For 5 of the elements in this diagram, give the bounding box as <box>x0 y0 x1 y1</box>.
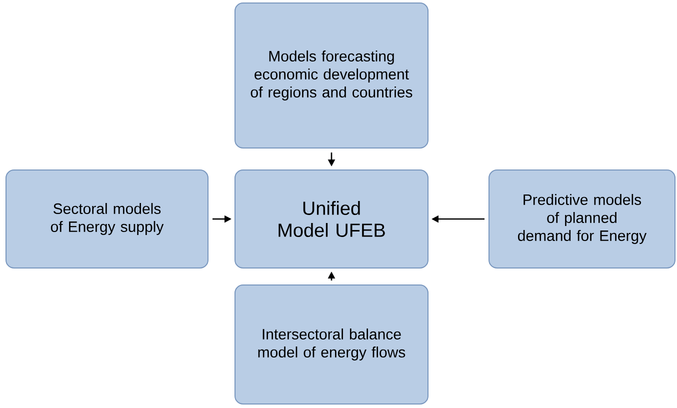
model-box: Predictive models of planned demand for Energy <box>488 170 676 268</box>
model-box: Unified Model UFEB <box>234 170 428 268</box>
model-box: Models forecasting economic development of regions and countries <box>234 2 428 148</box>
model-box: Intersectoral balance model of energy flows <box>234 284 428 404</box>
model-box: Sectoral models of Energy supply <box>6 170 208 268</box>
